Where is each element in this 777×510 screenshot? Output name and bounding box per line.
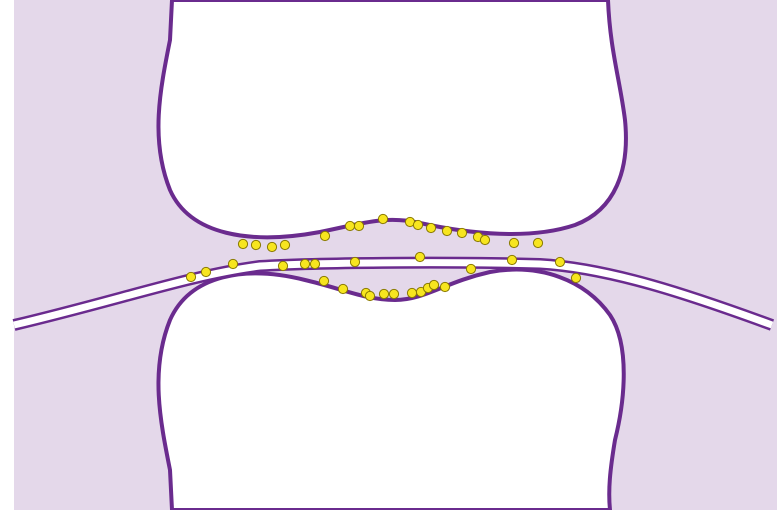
particle (278, 261, 287, 270)
particle (507, 255, 516, 264)
particle (319, 276, 328, 285)
particle (354, 221, 363, 230)
particle (389, 289, 398, 298)
particle (280, 240, 289, 249)
particle (267, 242, 276, 251)
particle (413, 220, 422, 229)
particle (480, 235, 489, 244)
particle (429, 280, 438, 289)
particle (407, 288, 416, 297)
particle (228, 259, 237, 268)
particle (310, 259, 319, 268)
particle (201, 267, 210, 276)
particle (509, 238, 518, 247)
particle (338, 284, 347, 293)
particle (555, 257, 564, 266)
upper-white-lobe (158, 0, 625, 237)
particle (365, 291, 374, 300)
particle (350, 257, 359, 266)
particle (440, 282, 449, 291)
particle (426, 223, 435, 232)
particle (466, 264, 475, 273)
particle (186, 272, 195, 281)
particle (533, 238, 542, 247)
particle (457, 228, 466, 237)
particle (238, 239, 247, 248)
particle (378, 214, 387, 223)
particle (442, 226, 451, 235)
particle (571, 273, 580, 282)
particle (300, 259, 309, 268)
particle (379, 289, 388, 298)
lower-white-lobe (158, 270, 623, 510)
particle (415, 252, 424, 261)
particle (320, 231, 329, 240)
particle (251, 240, 260, 249)
particle (345, 221, 354, 230)
